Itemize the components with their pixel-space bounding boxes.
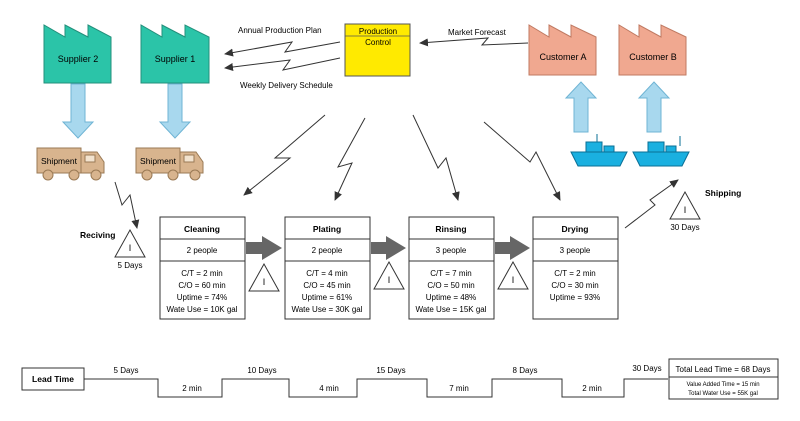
- process-drying-name: Drying: [562, 224, 589, 234]
- control-to-rinsing-arrow: [412, 114, 460, 201]
- timeline-wait: 8 Days: [513, 366, 538, 375]
- drying-to-shipping-arrow: [624, 179, 679, 229]
- svg-text:I: I: [684, 205, 687, 215]
- svg-text:I: I: [129, 243, 132, 253]
- supplier-1-arrow: [158, 83, 192, 139]
- weekly-schedule-arrow: [224, 57, 341, 71]
- process-plating-name: Plating: [313, 224, 341, 234]
- customer-b-factory: Customer B: [618, 24, 687, 76]
- value-added-time: Value Added Time = 15 min: [686, 382, 759, 388]
- process-rinsing-metric: Uptime = 48%: [426, 293, 476, 302]
- shipment-1-label: Shipment: [41, 156, 78, 166]
- process-rinsing-metric: Wate Use = 15K gal: [415, 305, 486, 314]
- timeline-wait: 5 Days: [114, 366, 139, 375]
- supplier-2-label: Supplier 2: [58, 54, 99, 64]
- supplier-2-factory: Supplier 2: [43, 24, 112, 84]
- customer-a-label: Customer A: [539, 52, 586, 62]
- inventory-triangle: I: [497, 260, 529, 290]
- weekly-schedule-label: Weekly Delivery Schedule: [240, 81, 333, 90]
- receiving-inventory-triangle: I: [114, 228, 146, 258]
- totals-box: Total Lead Time = 68 Days Value Added Ti…: [668, 358, 779, 400]
- svg-text:I: I: [263, 277, 266, 287]
- svg-text:I: I: [512, 275, 515, 285]
- timeline-processing: 7 min: [449, 384, 469, 393]
- lead-time-box: Lead Time: [21, 367, 85, 391]
- process-plating-metric: C/O = 45 min: [303, 281, 350, 290]
- production-control-box: Production Control: [344, 23, 411, 77]
- control-to-cleaning-arrow: [243, 114, 326, 196]
- production-control-line2: Control: [365, 38, 391, 47]
- control-to-plating-arrow: [334, 117, 366, 201]
- process-plating-people: 2 people: [312, 246, 343, 255]
- shipment-truck-2: Shipment: [135, 147, 204, 181]
- ship-1-icon: [570, 134, 628, 167]
- process-plating-metric: C/T = 4 min: [306, 269, 347, 278]
- process-plating: Plating 2 people C/T = 4 min C/O = 45 mi…: [284, 216, 371, 320]
- customer-a-arrow: [564, 81, 598, 133]
- process-drying-metric: C/T = 2 min: [554, 269, 595, 278]
- process-cleaning-metric: C/O = 60 min: [178, 281, 225, 290]
- process-rinsing-name: Rinsing: [435, 224, 466, 234]
- process-drying-metric: C/O = 30 min: [551, 281, 598, 290]
- shipping-inventory-days: 30 Days: [670, 223, 699, 232]
- market-forecast-label: Market Forecast: [448, 28, 507, 37]
- process-drying-people: 3 people: [560, 246, 591, 255]
- process-rinsing-people: 3 people: [436, 246, 467, 255]
- process-rinsing: Rinsing 3 people C/T = 7 min C/O = 50 mi…: [408, 216, 495, 320]
- process-drying: Drying 3 people C/T = 2 min C/O = 30 min…: [532, 216, 619, 320]
- process-rinsing-metric: C/T = 7 min: [430, 269, 471, 278]
- customer-b-arrow: [637, 81, 671, 133]
- supplier-1-factory: Supplier 1: [140, 24, 210, 84]
- ship-2-icon: [632, 136, 690, 167]
- process-cleaning-name: Cleaning: [184, 224, 220, 234]
- process-cleaning-metric: Uptime = 74%: [177, 293, 227, 302]
- supplier-2-arrow: [61, 83, 95, 139]
- inventory-triangle: I: [373, 260, 405, 290]
- shipment-truck-1: Shipment: [36, 147, 105, 181]
- timeline-wait: 15 Days: [376, 366, 405, 375]
- push-arrow: [495, 236, 530, 260]
- customer-a-factory: Customer A: [528, 24, 597, 76]
- process-drying-metric: Uptime = 93%: [550, 293, 600, 302]
- push-arrow: [246, 236, 282, 260]
- receiving-inventory-days: 5 Days: [118, 261, 143, 270]
- customer-b-label: Customer B: [629, 52, 677, 62]
- production-control-line1: Production: [359, 27, 397, 36]
- process-cleaning-metric: Wate Use = 10K gal: [166, 305, 237, 314]
- push-arrow: [371, 236, 406, 260]
- shipping-label: Shipping: [705, 188, 741, 198]
- process-cleaning-people: 2 people: [187, 246, 218, 255]
- timeline-ladder: [84, 378, 668, 398]
- lead-time-label: Lead Time: [32, 374, 74, 384]
- shipping-inventory-triangle: I: [669, 190, 701, 220]
- supplier-1-label: Supplier 1: [155, 54, 196, 64]
- timeline-processing: 2 min: [582, 384, 602, 393]
- total-lead-time: Total Lead Time = 68 Days: [676, 365, 771, 374]
- total-water-use: Total Water Use = 55K gal: [688, 391, 758, 397]
- process-plating-metric: Uptime = 61%: [302, 293, 352, 302]
- shipment-2-label: Shipment: [140, 156, 177, 166]
- timeline-wait: 30 Days: [632, 364, 661, 373]
- timeline-wait: 10 Days: [247, 366, 276, 375]
- inventory-triangle: I: [248, 262, 280, 292]
- process-plating-metric: Wate Use = 30K gal: [291, 305, 362, 314]
- timeline-processing: 2 min: [182, 384, 202, 393]
- shipment-to-receiving-arrow: [114, 181, 140, 229]
- annual-plan-label: Annual Production Plan: [238, 26, 322, 35]
- annual-plan-arrow: [224, 41, 341, 57]
- market-forecast-arrow: [419, 37, 529, 47]
- svg-text:I: I: [388, 275, 391, 285]
- control-to-drying-arrow: [483, 121, 561, 201]
- process-cleaning-metric: C/T = 2 min: [181, 269, 222, 278]
- receiving-label: Reciving: [80, 230, 115, 240]
- process-cleaning: Cleaning 2 people C/T = 2 min C/O = 60 m…: [159, 216, 246, 320]
- timeline-processing: 4 min: [319, 384, 339, 393]
- process-rinsing-metric: C/O = 50 min: [427, 281, 474, 290]
